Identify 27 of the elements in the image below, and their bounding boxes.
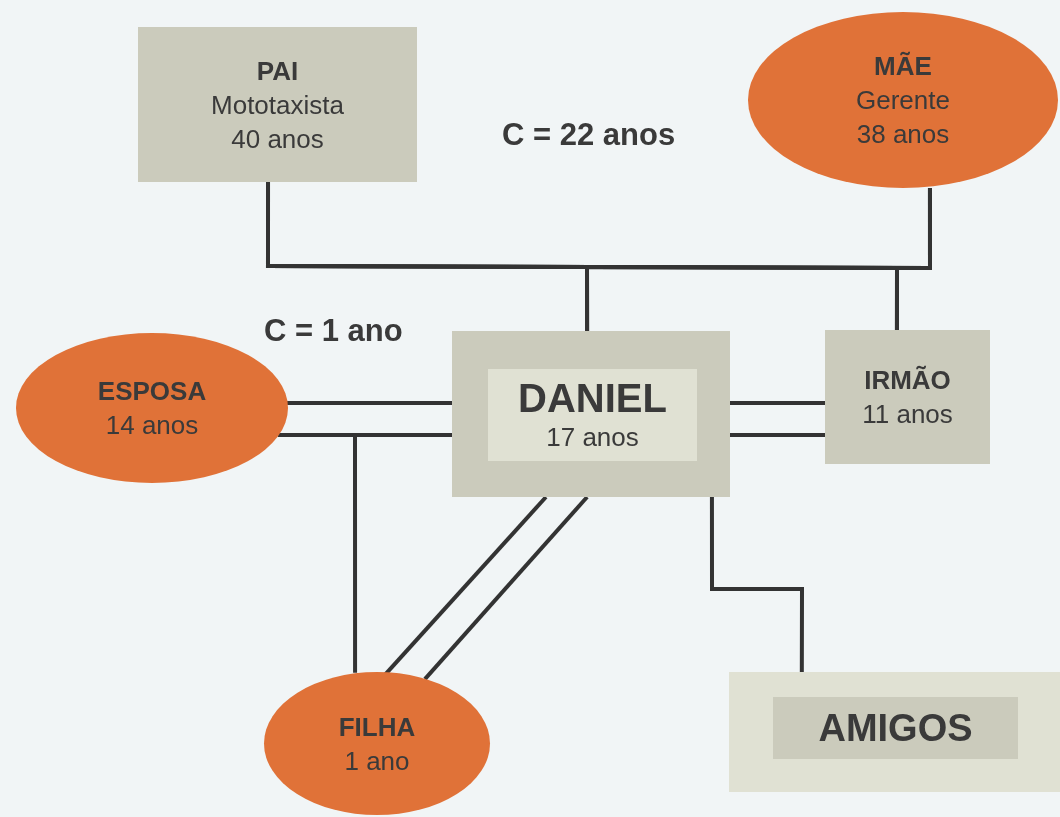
- node-title: FILHA: [338, 710, 416, 744]
- node-text: Gerente: [856, 84, 950, 117]
- node-text: 38 anos: [856, 118, 950, 151]
- connector-line: [730, 401, 825, 406]
- node-title: DANIEL: [518, 376, 667, 420]
- sibling-box: [825, 330, 990, 464]
- relation-label: C = 1 ano: [264, 312, 403, 350]
- node-text: 17 anos: [546, 421, 639, 454]
- node-text: 1 ano: [344, 744, 410, 778]
- node-text: 11 anos: [862, 398, 953, 431]
- node-title: AMIGOS: [818, 711, 973, 745]
- friends-box: [729, 672, 1060, 792]
- connector-line: [423, 495, 589, 681]
- node-title: ESPOSA: [97, 375, 207, 408]
- connector-line: [894, 188, 932, 330]
- node-text: 40 anos: [231, 122, 324, 156]
- node-title: MÃE: [874, 50, 932, 83]
- node-title: IRMÃO: [864, 364, 951, 397]
- connector-line: [709, 497, 804, 672]
- node-text: 14 anos: [105, 409, 199, 442]
- connector-line: [286, 401, 452, 406]
- connector-line: [730, 433, 825, 438]
- parent-box: [138, 27, 417, 182]
- relation-label: C = 22 anos: [502, 116, 676, 154]
- node-title: PAI: [256, 54, 299, 88]
- person-box: [452, 331, 730, 497]
- node-text: Mototaxista: [211, 88, 344, 122]
